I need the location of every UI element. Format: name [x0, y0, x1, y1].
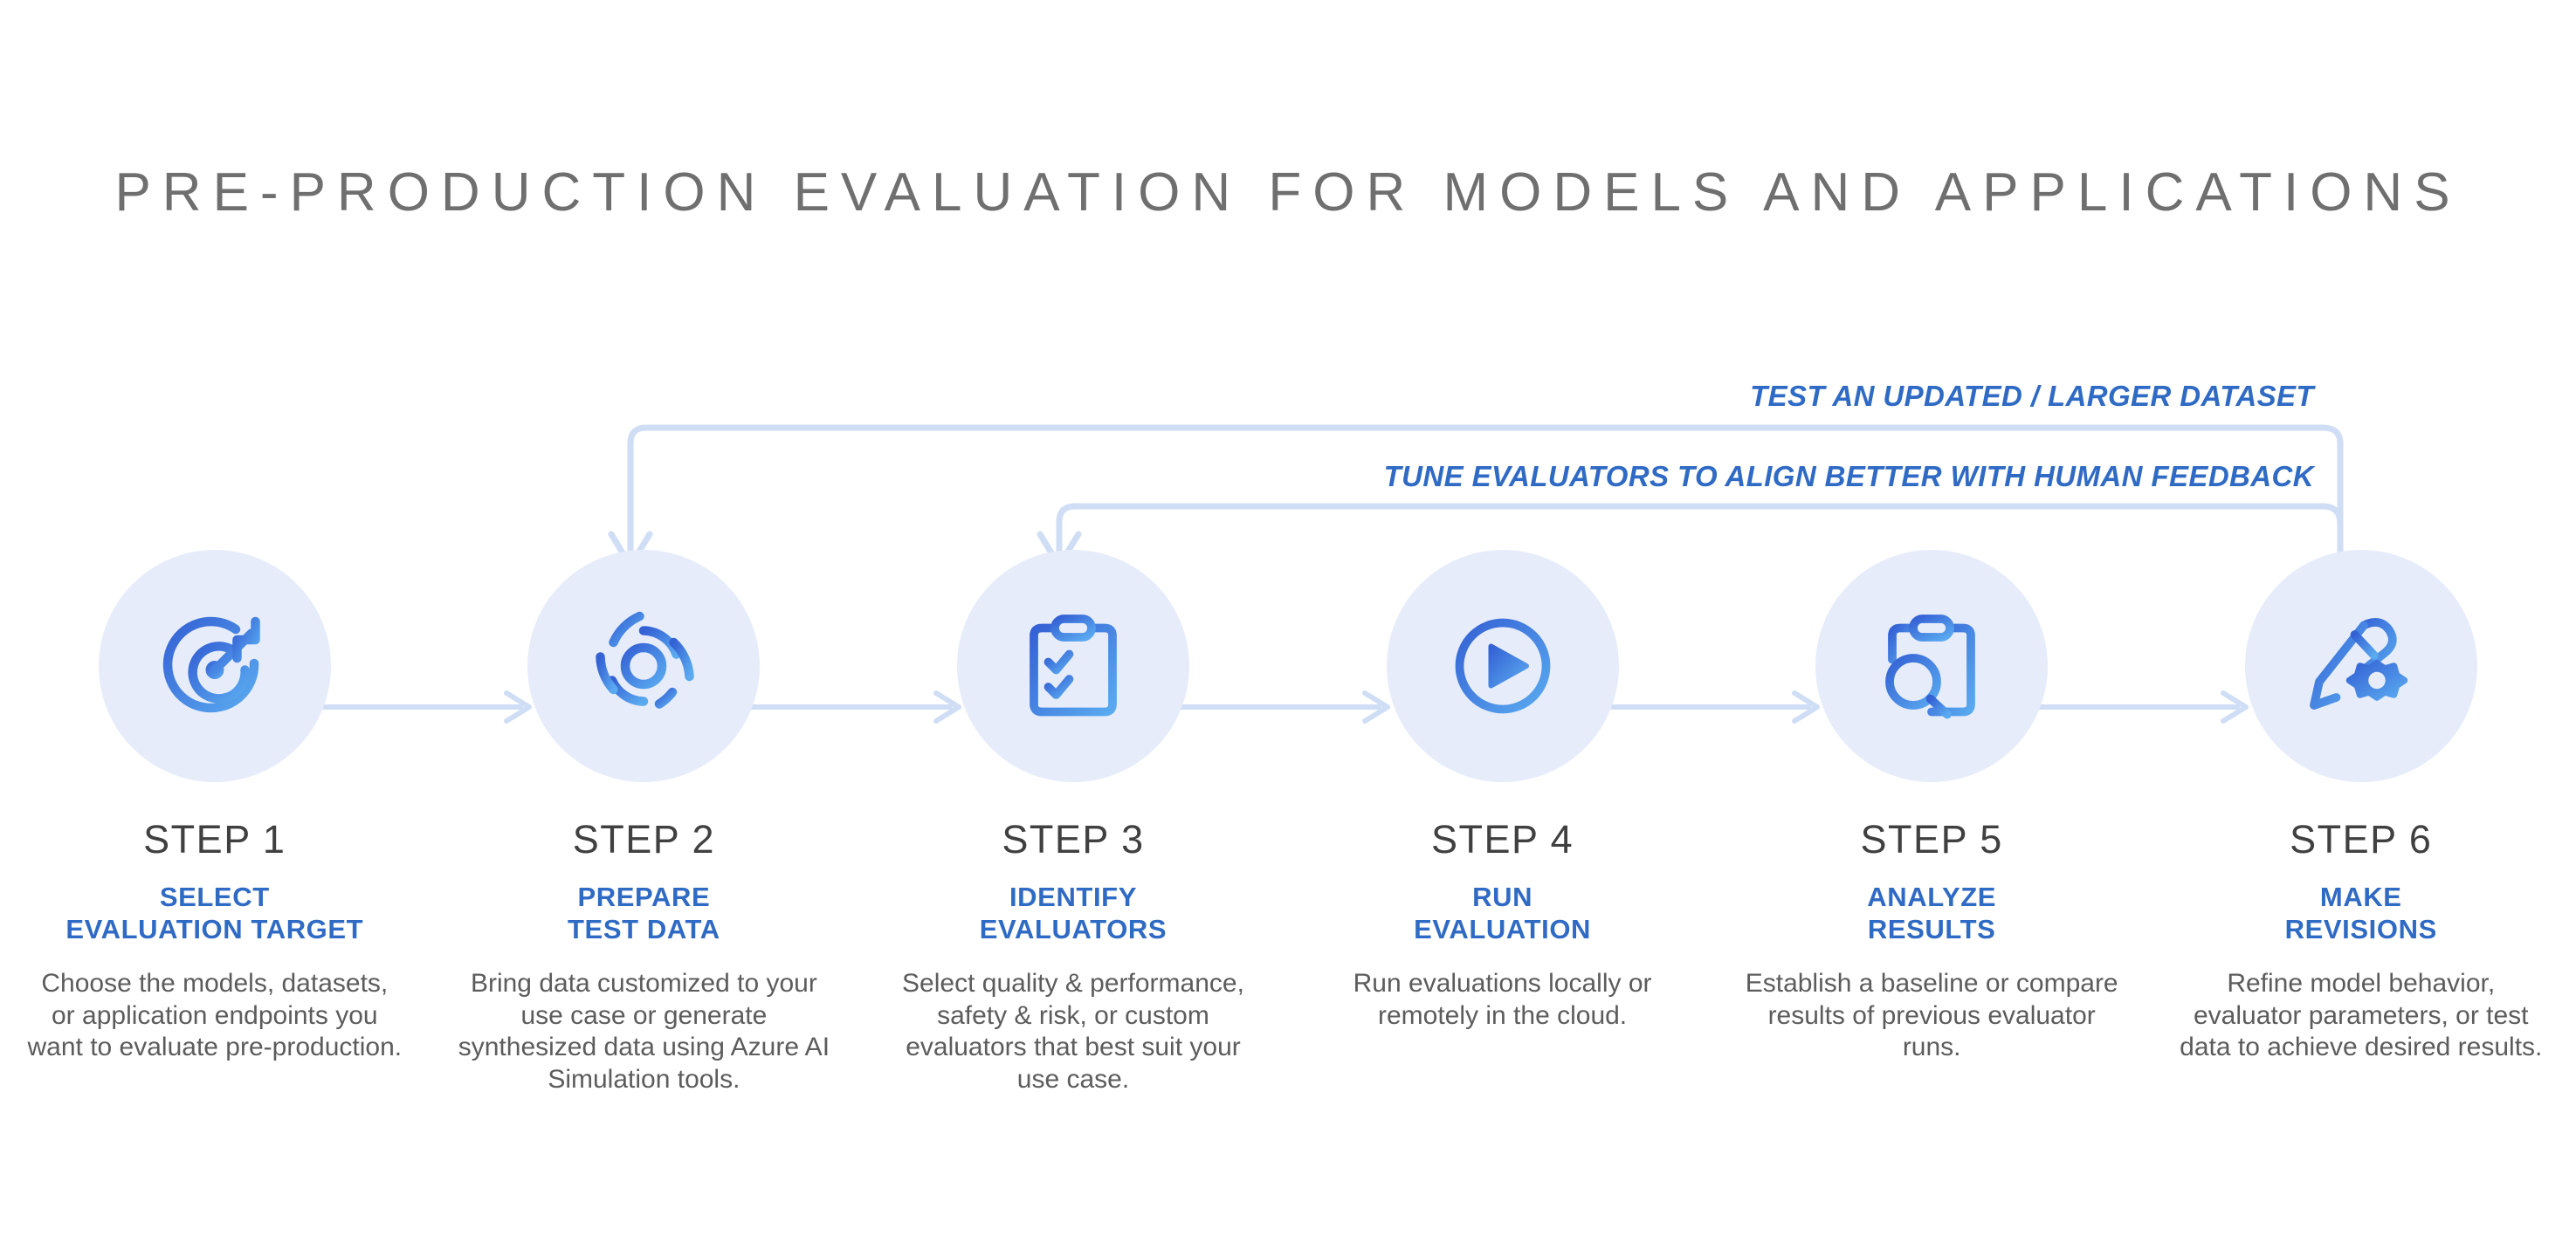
loop-label-test-updated-dataset: TEST AN UPDATED / LARGER DATASET: [1750, 380, 2314, 412]
step-3[interactable]: STEP 3 IDENTIFY EVALUATORS Select qualit…: [858, 550, 1391, 1096]
step-6-number: STEP 6: [2290, 817, 2433, 862]
step-5-number: STEP 5: [1860, 817, 2003, 862]
play-circle-icon: [1455, 618, 1550, 714]
pencil-gear-icon: [2309, 618, 2408, 710]
steps-row: STEP 1 SELECT EVALUATION TARGET Choose t…: [0, 550, 2576, 1096]
step-6-icon-circle[interactable]: [2244, 550, 2477, 782]
step-2-description: Bring data customized to your use case o…: [458, 969, 830, 1094]
connector-3-to-4: [1180, 690, 1391, 724]
step-1[interactable]: STEP 1 SELECT EVALUATION TARGET Choose t…: [0, 550, 532, 1096]
step-2-subtitle-line-2: TEST DATA: [568, 913, 720, 944]
step-4-number: STEP 4: [1430, 817, 1574, 862]
page-title: PRE-PRODUCTION EVALUATION FOR MODELS AND…: [114, 162, 2462, 223]
step-5-subtitle-line-1: ANALYZE: [1867, 882, 1997, 912]
step-6-subtitle-line-1: MAKE: [2319, 882, 2402, 912]
step-4-subtitle: RUN EVALUATION: [1414, 882, 1591, 945]
clipboard-magnifier-icon: [1885, 615, 1976, 719]
step-5-subtitle: ANALYZE RESULTS: [1867, 882, 1996, 945]
step-2-icon-circle[interactable]: [527, 550, 761, 782]
loop-label-tune-evaluators: TUNE EVALUATORS TO ALIGN BETTER WITH HUM…: [1383, 460, 2314, 492]
step-6-description: Refine model behavior, evaluator paramet…: [2180, 969, 2543, 1062]
concentric-data-rings-icon: [596, 611, 695, 709]
step-4-subtitle-line-1: RUN: [1472, 882, 1533, 912]
step-3-description: Select quality & performance, safety & r…: [902, 969, 1244, 1094]
step-6-subtitle: MAKE REVISIONS: [2285, 882, 2437, 945]
connector-2-to-3: [750, 690, 961, 724]
step-3-icon-circle[interactable]: [956, 550, 1189, 782]
step-6-subtitle-line-2: REVISIONS: [2284, 913, 2437, 944]
step-6[interactable]: STEP 6 MAKE REVISIONS Refine model behav…: [2146, 550, 2576, 1096]
step-4-description: Run evaluations locally or remotely in t…: [1353, 969, 1652, 1030]
step-4-subtitle-line-2: EVALUATION: [1414, 913, 1592, 944]
step-1-subtitle-line-2: EVALUATION TARGET: [65, 913, 364, 944]
step-2-number: STEP 2: [572, 817, 716, 862]
connector-5-to-6: [2038, 690, 2249, 724]
clipboard-checklist-icon: [1030, 615, 1117, 717]
step-5-description: Establish a baseline or compare results …: [1745, 969, 2118, 1062]
step-5[interactable]: STEP 5 ANALYZE RESULTS Establish a basel…: [1717, 550, 2249, 1096]
step-1-icon-circle[interactable]: [98, 550, 331, 782]
step-1-subtitle: SELECT EVALUATION TARGET: [65, 882, 363, 945]
step-1-description: Choose the models, datasets, or applicat…: [27, 969, 403, 1062]
step-3-subtitle: IDENTIFY EVALUATORS: [980, 882, 1167, 945]
target-arrow-icon: [162, 616, 260, 713]
connector-4-to-5: [1608, 690, 1820, 724]
step-5-icon-circle[interactable]: [1815, 550, 2049, 782]
step-3-subtitle-line-1: IDENTIFY: [1009, 882, 1137, 912]
step-4-icon-circle[interactable]: [1386, 550, 1619, 782]
step-1-number: STEP 1: [143, 817, 286, 862]
step-4[interactable]: STEP 4 RUN EVALUATION Run evaluations lo…: [1288, 550, 1820, 1096]
step-2-subtitle-line-1: PREPARE: [577, 882, 711, 912]
step-1-subtitle-line-1: SELECT: [159, 882, 270, 912]
step-3-subtitle-line-2: EVALUATORS: [979, 913, 1167, 944]
step-2-subtitle: PREPARE TEST DATA: [568, 882, 720, 945]
step-2[interactable]: STEP 2 PREPARE TEST DATA Bring data cust…: [430, 550, 961, 1096]
connector-1-to-2: [321, 690, 532, 724]
step-3-number: STEP 3: [1002, 817, 1145, 862]
step-5-subtitle-line-2: RESULTS: [1867, 913, 1996, 944]
